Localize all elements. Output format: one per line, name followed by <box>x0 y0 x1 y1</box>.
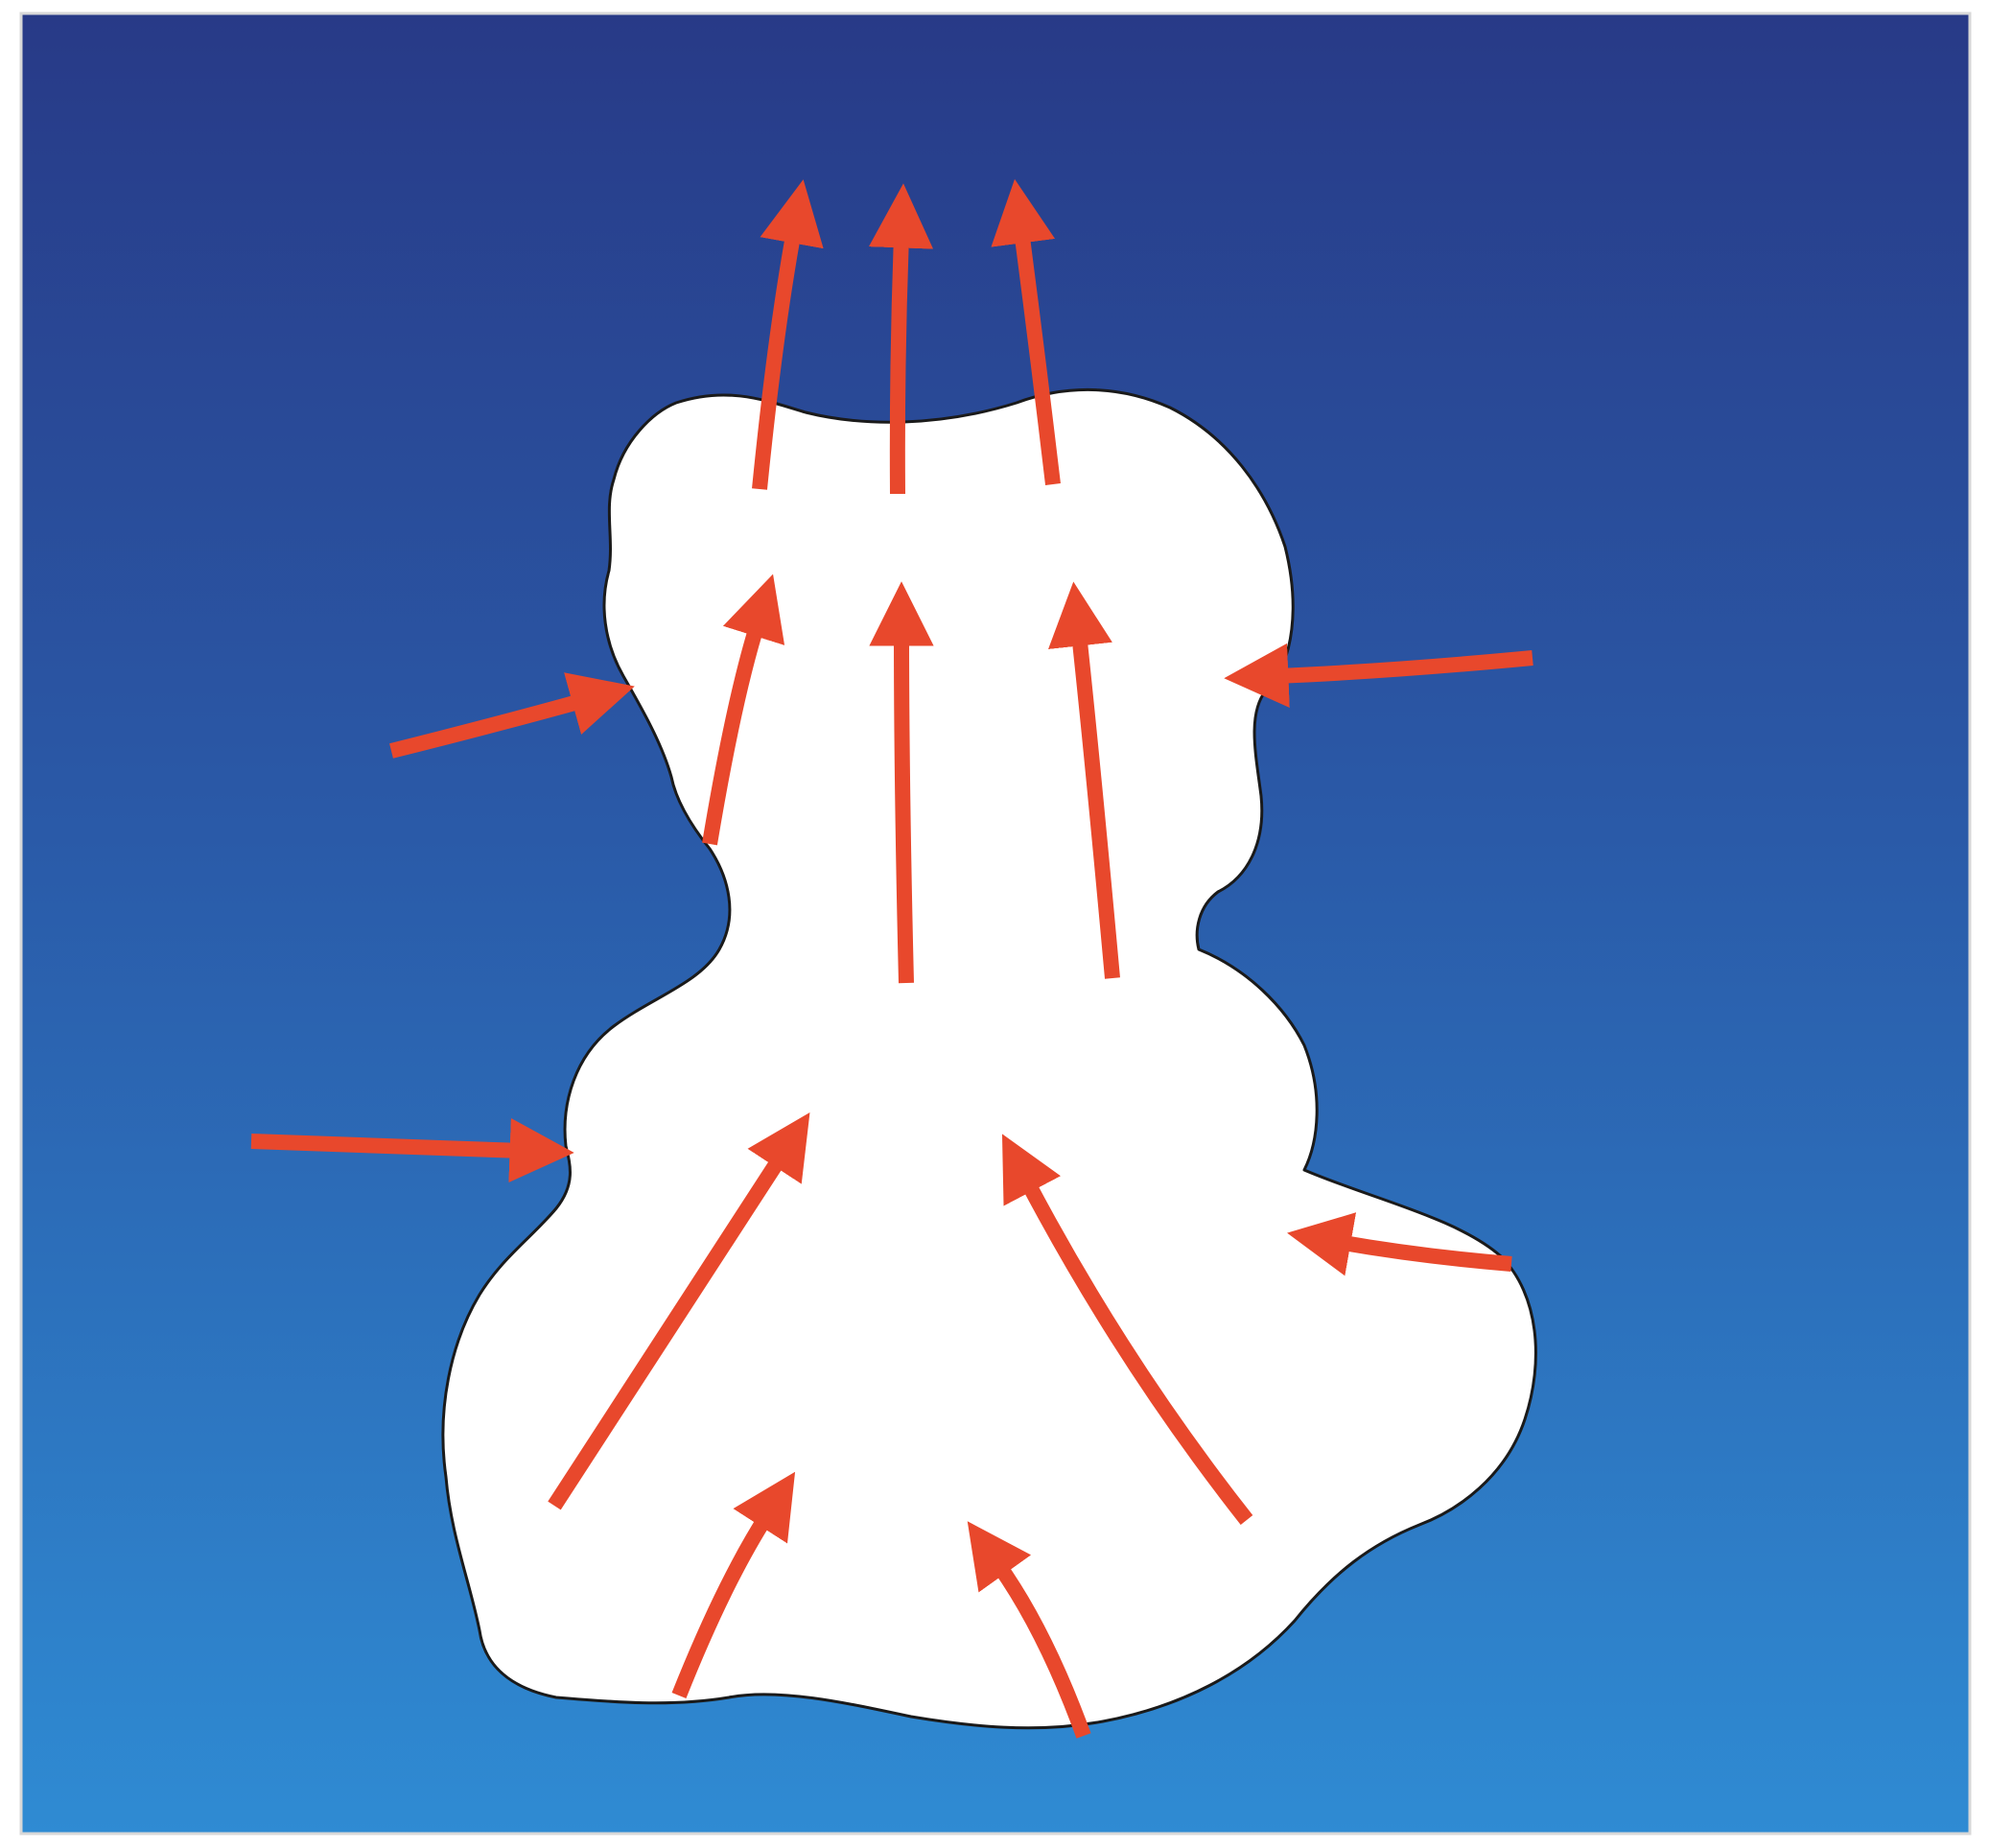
middle-updraft-arrow-2 <box>901 633 906 983</box>
entrainment-arrow-lower-left <box>251 1141 523 1151</box>
outflow-arrow-2 <box>898 235 901 494</box>
